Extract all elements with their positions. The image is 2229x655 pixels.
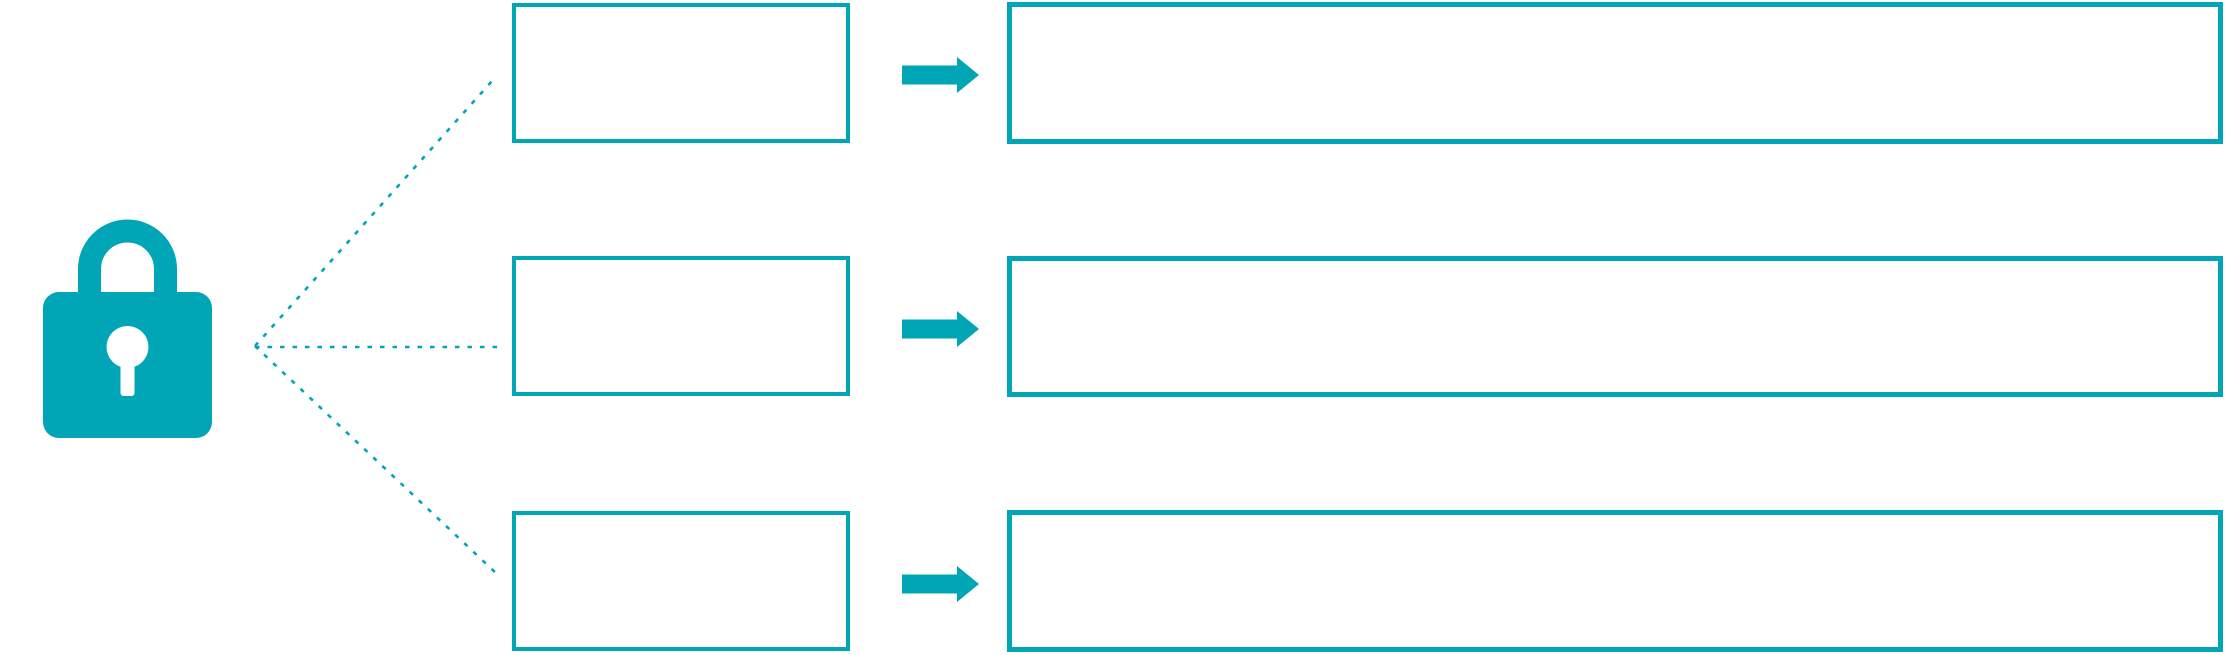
arrow-right-icon: [902, 564, 980, 604]
target-box-1-label: [1012, 7, 2218, 139]
source-box-3-label: [516, 515, 846, 647]
source-box-3: [512, 511, 850, 651]
target-box-2-label: [1012, 261, 2218, 392]
target-box-1: [1007, 2, 2223, 144]
target-box-3: [1007, 510, 2223, 652]
arrow-right-icon: [902, 309, 980, 349]
source-box-2: [512, 256, 850, 396]
target-box-3-label: [1012, 515, 2218, 647]
source-box-1: [512, 3, 850, 143]
arrow-right-icon: [902, 55, 980, 95]
dotted-connector-bottom: [254, 345, 498, 575]
lock-icon: [30, 205, 230, 450]
dotted-connector-top: [254, 80, 493, 347]
source-box-1-label: [516, 7, 846, 139]
target-box-2: [1007, 256, 2223, 397]
source-box-2-label: [516, 260, 846, 392]
